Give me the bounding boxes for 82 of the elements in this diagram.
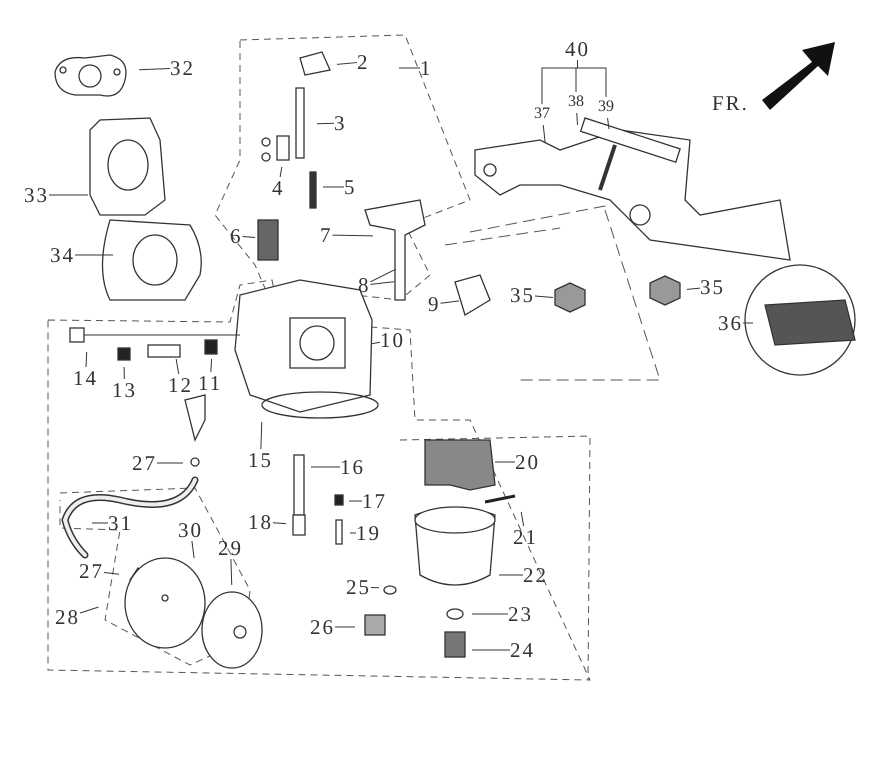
callout-number: 30: [178, 519, 203, 541]
leader-line: [542, 124, 546, 144]
leader-line: [176, 358, 180, 374]
callout-number: 2: [357, 51, 370, 73]
callout-number: 4: [272, 177, 284, 199]
leader-line: [242, 236, 256, 238]
leader-line: [370, 268, 396, 282]
callout-number: 36: [718, 312, 743, 334]
leader-line: [86, 352, 88, 368]
leader-line: [316, 122, 334, 124]
leader-line: [498, 574, 524, 576]
callout-number: 21: [513, 526, 538, 548]
callout-number: 16: [340, 456, 365, 478]
callout-number: 39: [598, 96, 614, 118]
leader-line: [322, 186, 344, 188]
callout-number: 38: [568, 91, 584, 113]
leader-line: [686, 288, 700, 290]
leader-line: [520, 511, 524, 526]
callout-number: 14: [73, 367, 98, 389]
leader-line: [310, 466, 340, 468]
leader-line: [124, 366, 125, 380]
callout-number: 34: [50, 244, 75, 266]
callout-number: 7: [320, 224, 332, 246]
leader-line: [280, 166, 282, 178]
callout-number: 35: [700, 276, 725, 298]
leader-line: [348, 500, 362, 502]
callout-number: 11: [198, 372, 222, 394]
callout-number: 26: [310, 616, 335, 638]
leader-line: [607, 118, 610, 130]
callout-number: 25: [346, 576, 371, 598]
leader-line: [534, 296, 554, 298]
callout-number: 18: [248, 511, 273, 533]
callout-number: 35: [510, 284, 535, 306]
leader-line: [260, 422, 262, 450]
leader-line: [74, 254, 114, 256]
callout-number: 37: [534, 103, 550, 125]
leader-line: [370, 586, 380, 588]
callout-number: 24: [510, 639, 535, 661]
leader-line: [332, 234, 374, 236]
leader-line: [334, 626, 356, 628]
callout-number: 29: [218, 537, 243, 559]
leader-line: [371, 342, 380, 344]
leader-line: [577, 60, 606, 98]
callout-number: 23: [508, 603, 533, 625]
leader-line: [230, 558, 232, 586]
callout-number: 12: [168, 374, 193, 396]
callout-number: 19: [356, 522, 381, 544]
callout-number: 13: [112, 379, 137, 401]
leader-line: [210, 358, 212, 372]
leader-line: [156, 462, 184, 464]
leader-line: [48, 194, 88, 196]
leader-line: [191, 540, 195, 559]
callout-number: 31: [108, 512, 133, 534]
callout-number: 1: [420, 57, 432, 79]
callout-number: 6: [230, 225, 242, 247]
leader-line: [370, 281, 395, 285]
callout-number: 33: [24, 184, 49, 206]
leader-line: [576, 112, 578, 126]
leader-line: [138, 68, 170, 70]
leader-line: [742, 322, 754, 324]
callout-number: 9: [428, 293, 440, 315]
callout-number: 28: [55, 606, 80, 628]
leader-line: [336, 62, 358, 65]
leader-line: [272, 522, 287, 524]
leader-line: [440, 300, 460, 304]
callout-number: 22: [523, 564, 548, 586]
callout-number: 17: [362, 490, 387, 512]
leader-line: [80, 606, 99, 614]
leader-line: [92, 522, 108, 524]
callout-number: 15: [248, 449, 273, 471]
callout-number: 27: [132, 452, 157, 474]
callout-number: 27: [79, 560, 104, 582]
leader-line: [350, 532, 356, 534]
leader-line: [104, 572, 120, 575]
direction-label: FR.: [712, 92, 749, 114]
callout-number: 3: [334, 112, 346, 134]
callout-number: 40: [565, 38, 590, 60]
callout-number: 32: [170, 57, 195, 79]
callout-number: 10: [380, 329, 405, 351]
callout-number: 8: [358, 274, 370, 296]
callout-number: 20: [515, 451, 540, 473]
callout-number: 5: [344, 176, 356, 198]
